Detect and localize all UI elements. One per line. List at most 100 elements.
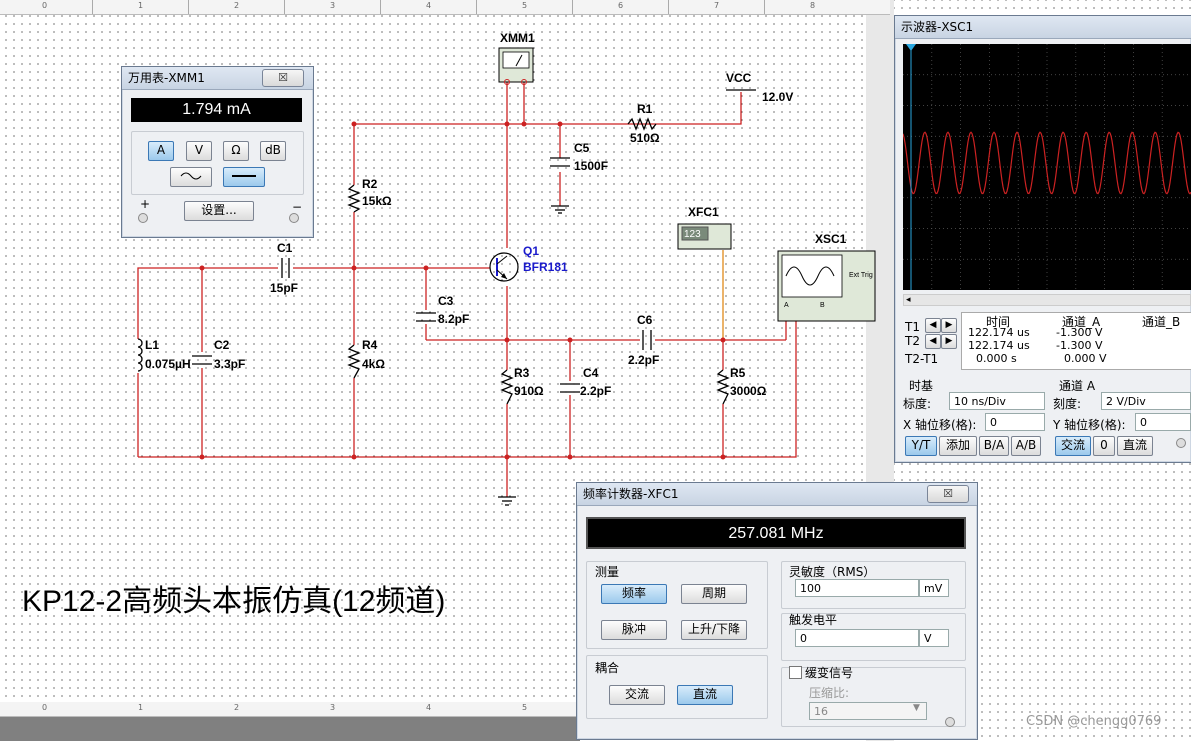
scope-scrollbar[interactable]: ◂: [903, 294, 1191, 306]
a-over-b-button[interactable]: A/B: [1011, 436, 1041, 456]
plus-terminal[interactable]: [138, 213, 148, 223]
multimeter-window[interactable]: 万用表-XMM1 ☒ 1.794 mA A V Ω dB + − 设置...: [121, 66, 314, 238]
channel-a-scale-field[interactable]: 2 V/Div: [1101, 392, 1191, 410]
close-button[interactable]: ☒: [927, 485, 969, 503]
ruler-num: 2: [234, 703, 240, 712]
r5-resistor[interactable]: [716, 369, 730, 405]
trigger-unit[interactable]: V: [919, 629, 949, 647]
measure-heading: 测量: [595, 565, 620, 579]
trigger-field[interactable]: 0: [795, 629, 919, 647]
scope-graph: [902, 44, 1191, 290]
slow-signal-checkbox[interactable]: [789, 666, 802, 679]
ruler-num: 8: [810, 1, 816, 10]
slow-signal-group: [781, 667, 966, 727]
ruler-num: 5: [522, 1, 528, 10]
c3-capacitor[interactable]: [416, 312, 436, 322]
xmm1-symbol[interactable]: [498, 47, 534, 85]
chevron-down-icon[interactable]: ▼: [913, 703, 920, 713]
dc-line-icon: [232, 175, 256, 177]
x-position-field[interactable]: 0: [985, 413, 1045, 431]
t2-time: 122.174 us: [968, 339, 1030, 352]
r3-resistor[interactable]: [500, 369, 514, 405]
sensitivity-unit[interactable]: mV: [919, 579, 949, 597]
xsc1-symbol[interactable]: Ext Trig A B: [777, 250, 876, 322]
r2-resistor[interactable]: [347, 184, 361, 213]
t2-left-arrow-icon[interactable]: ◀: [925, 334, 941, 349]
r1-label: R1: [637, 102, 653, 116]
ruler-num: 2: [234, 1, 240, 10]
y-position-field[interactable]: 0: [1135, 413, 1191, 431]
c5-value: 1500F: [574, 159, 608, 173]
t2-right-arrow-icon[interactable]: ▶: [941, 334, 957, 349]
period-button[interactable]: 周期: [681, 584, 747, 604]
c4-capacitor[interactable]: [560, 383, 580, 393]
r4-resistor[interactable]: [347, 344, 361, 379]
minus-terminal[interactable]: [289, 213, 299, 223]
ac-coupling-button[interactable]: 交流: [1055, 436, 1091, 456]
r4-label: R4: [362, 338, 378, 352]
zero-coupling-button[interactable]: 0: [1093, 436, 1115, 456]
dc-coupling-button[interactable]: 直流: [677, 685, 733, 705]
schematic-title: KP12-2高频头本振仿真(12频道): [22, 585, 446, 618]
t1-right-arrow-icon[interactable]: ▶: [941, 318, 957, 333]
timebase-scale-label: 标度:: [903, 397, 932, 411]
c1-capacitor[interactable]: [281, 258, 290, 278]
c3-label: C3: [438, 294, 454, 308]
delta-channel-a: 0.000 V: [1064, 352, 1107, 365]
rise-fall-button[interactable]: 上升/下降: [681, 620, 747, 640]
c6-value: 2.2pF: [628, 353, 659, 367]
oscilloscope-title: 示波器-XSC1: [901, 20, 974, 34]
freq-counter-titlebar[interactable]: 频率计数器-XFC1 ☒: [577, 483, 977, 506]
c5-capacitor[interactable]: [550, 157, 570, 167]
t1-time: 122.174 us: [968, 326, 1030, 339]
dc-button[interactable]: [223, 167, 265, 187]
scope-grid: [903, 44, 1191, 290]
multimeter-titlebar[interactable]: 万用表-XMM1 ☒: [122, 67, 313, 90]
slow-signal-label: 缓变信号: [805, 666, 854, 680]
ground-terminal[interactable]: [1176, 438, 1186, 448]
mode-v-button[interactable]: V: [186, 141, 212, 161]
oscilloscope-window[interactable]: 示波器-XSC1 ◂ T1 T2 T2-T1 ◀ ▶ ◀ ▶ 时间 通道_A 通…: [894, 15, 1191, 463]
timebase-scale-field[interactable]: 10 ns/Div: [949, 392, 1045, 410]
yt-button[interactable]: Y/T: [905, 436, 937, 456]
frequency-button[interactable]: 频率: [601, 584, 667, 604]
workspace-bottom: [0, 716, 580, 741]
channel-a-waveform: [902, 131, 1191, 195]
sine-wave-icon: [180, 172, 202, 180]
r4-value: 4kΩ: [362, 357, 385, 371]
xfc1-label: XFC1: [688, 205, 719, 219]
r5-label: R5: [730, 366, 746, 380]
mode-db-button[interactable]: dB: [260, 141, 286, 161]
ac-button[interactable]: [170, 167, 212, 187]
xfc1-symbol[interactable]: 123: [677, 223, 732, 250]
mode-a-button[interactable]: A: [148, 141, 174, 161]
c2-capacitor[interactable]: [192, 355, 212, 365]
header-channel-b: 通道_B: [1142, 315, 1181, 329]
ground-terminal[interactable]: [945, 717, 955, 727]
r1-resistor[interactable]: [627, 117, 657, 131]
t1-left-arrow-icon[interactable]: ◀: [925, 318, 941, 333]
settings-button[interactable]: 设置...: [184, 201, 254, 221]
close-button[interactable]: ☒: [262, 69, 304, 87]
c6-capacitor[interactable]: [642, 330, 652, 350]
header-time: 时间: [986, 315, 1011, 329]
l1-value: 0.075µH: [145, 357, 191, 371]
l1-inductor[interactable]: [137, 338, 143, 372]
b-over-a-button[interactable]: B/A: [979, 436, 1009, 456]
sensitivity-field[interactable]: 100: [795, 579, 919, 597]
pulse-button[interactable]: 脉冲: [601, 620, 667, 640]
compress-select[interactable]: 16: [809, 702, 927, 720]
dc-coupling-button[interactable]: 直流: [1117, 436, 1153, 456]
oscilloscope-titlebar[interactable]: 示波器-XSC1: [895, 16, 1191, 39]
scope-screen[interactable]: [902, 44, 1191, 290]
ac-coupling-button[interactable]: 交流: [609, 685, 665, 705]
freq-counter-window[interactable]: 频率计数器-XFC1 ☒ 257.081 MHz 测量 频率 周期 脉冲 上升/…: [576, 482, 978, 740]
ruler-num: 1: [138, 1, 144, 10]
ruler-num: 7: [714, 1, 720, 10]
x-position-label: X 轴位移(格):: [903, 418, 977, 432]
y-position-label: Y 轴位移(格):: [1053, 418, 1126, 432]
mode-ohm-button[interactable]: Ω: [223, 141, 249, 161]
add-button[interactable]: 添加: [939, 436, 977, 456]
c4-value: 2.2pF: [580, 384, 611, 398]
q1-transistor[interactable]: [489, 252, 519, 282]
